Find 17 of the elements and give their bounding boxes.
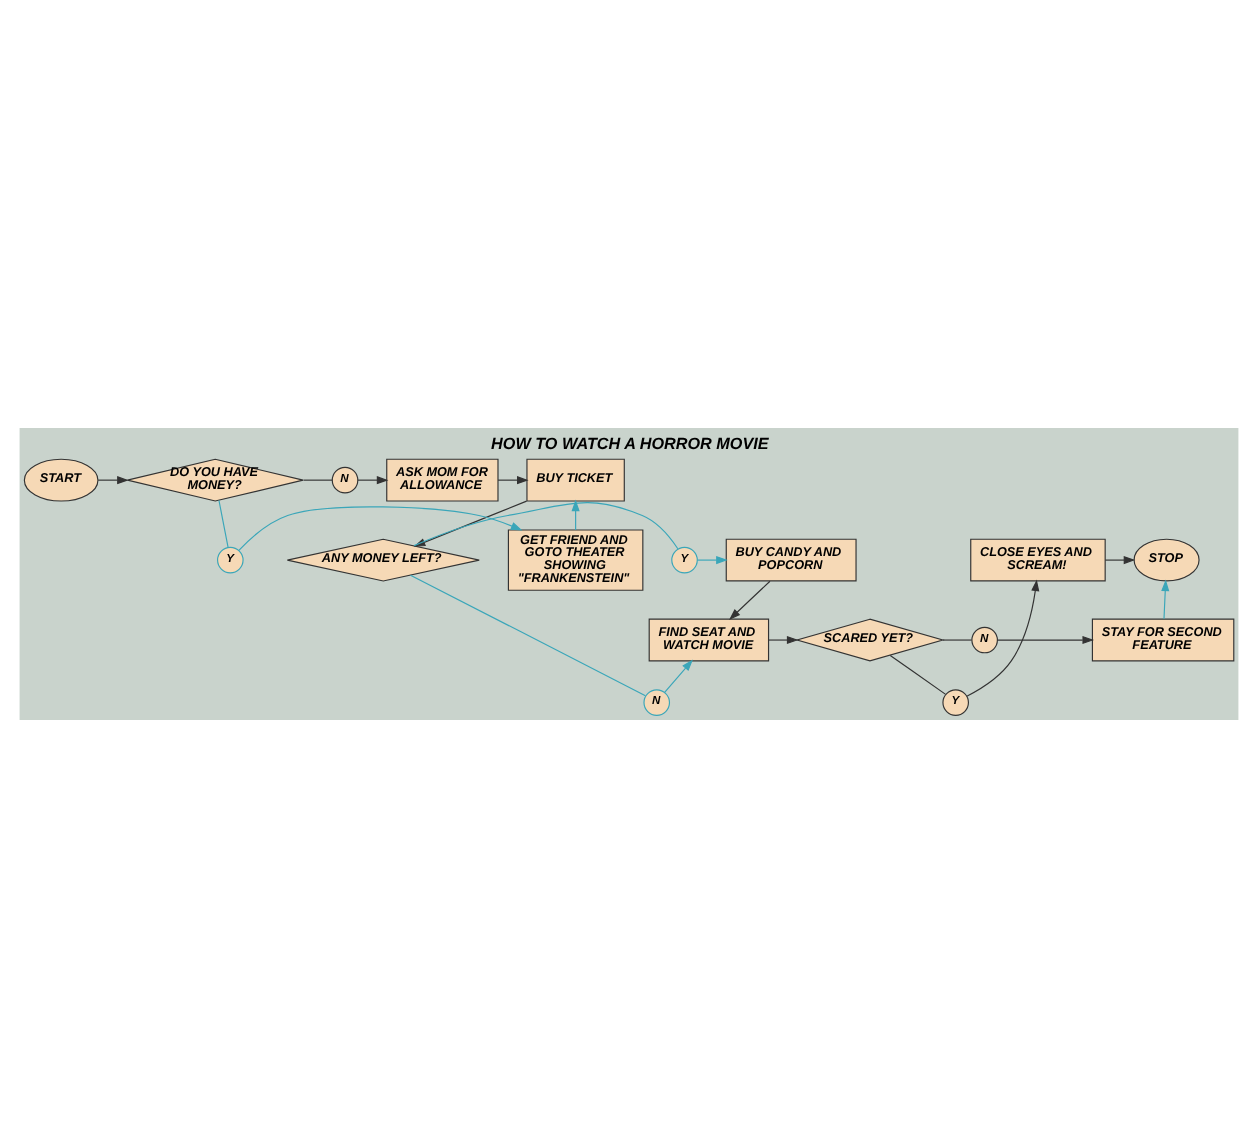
arrow (664, 658, 693, 692)
arrow (996, 635, 1095, 644)
connector (942, 638, 973, 640)
connector (409, 573, 646, 696)
arrow (729, 579, 771, 619)
connector (218, 498, 229, 547)
arrow (1104, 555, 1136, 564)
arrow (497, 475, 529, 484)
arrow (571, 498, 580, 530)
arrow (97, 475, 129, 484)
connector (302, 478, 333, 480)
arrow (966, 578, 1040, 696)
arrow (768, 635, 799, 644)
arrow (357, 475, 389, 484)
arrow (696, 555, 728, 564)
arrow (1161, 578, 1170, 619)
connector (889, 653, 947, 694)
